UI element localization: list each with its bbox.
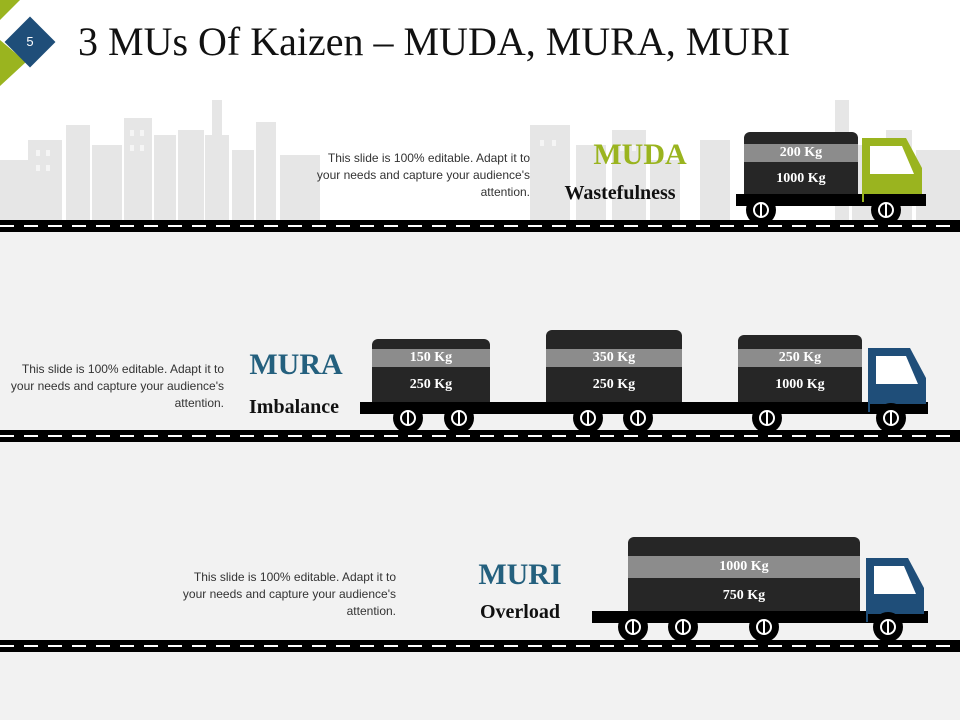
truck-wheel [573, 403, 603, 433]
cargo-bottom-weight: 250 Kg [409, 377, 453, 392]
muri-description: This slide is 100% editable. Adapt it to… [182, 570, 396, 618]
muda-description: This slide is 100% editable. Adapt it to… [316, 151, 530, 199]
slide-title: 3 MUs Of Kaizen – MUDA, MURA, MURI [78, 19, 791, 64]
truck-wheel [668, 612, 698, 642]
mura-subheading: Imbalance [249, 396, 339, 418]
mura-heading: MURA [249, 348, 343, 381]
cargo-bottom-weight: 250 Kg [592, 377, 636, 392]
cargo-box: 200 Kg 1000 Kg [744, 132, 858, 194]
muda-subheading: Wastefulness [564, 182, 676, 204]
slide-number: 5 [26, 34, 34, 49]
cargo-top-weight: 1000 Kg [719, 559, 769, 574]
truck-wheel [444, 403, 474, 433]
cargo-top-weight: 200 Kg [779, 145, 823, 160]
corner-decoration [0, 0, 26, 86]
mura-description: This slide is 100% editable. Adapt it to… [10, 362, 224, 410]
cargo-top-weight: 150 Kg [409, 350, 453, 365]
cargo-box: 1000 Kg 750 Kg [628, 537, 860, 611]
cargo-bottom-weight: 1000 Kg [776, 171, 826, 186]
truck-wheel [618, 612, 648, 642]
muda-heading: MUDA [593, 138, 687, 171]
cargo-top-weight: 350 Kg [592, 350, 636, 365]
cargo-box: 350 Kg 250 Kg [546, 330, 682, 402]
truck-wheel [876, 403, 906, 433]
road-muri [0, 640, 960, 652]
truck-wheel [746, 195, 776, 225]
truck-wheel [623, 403, 653, 433]
truck-wheel [871, 195, 901, 225]
cargo-top-weight: 250 Kg [778, 350, 822, 365]
road-mura [0, 430, 960, 442]
muri-subheading: Overload [480, 601, 560, 623]
truck-wheel [752, 403, 782, 433]
cargo-bottom-weight: 750 Kg [722, 588, 766, 603]
road-muda [0, 220, 960, 232]
muri-heading: MURI [478, 558, 562, 591]
truck-wheel [749, 612, 779, 642]
cargo-bottom-weight: 1000 Kg [775, 377, 825, 392]
cargo-box: 150 Kg 250 Kg [372, 339, 490, 402]
truck-wheel [393, 403, 423, 433]
truck-cab-icon [862, 138, 924, 202]
cargo-box: 250 Kg 1000 Kg [738, 335, 862, 402]
truck-wheel [873, 612, 903, 642]
